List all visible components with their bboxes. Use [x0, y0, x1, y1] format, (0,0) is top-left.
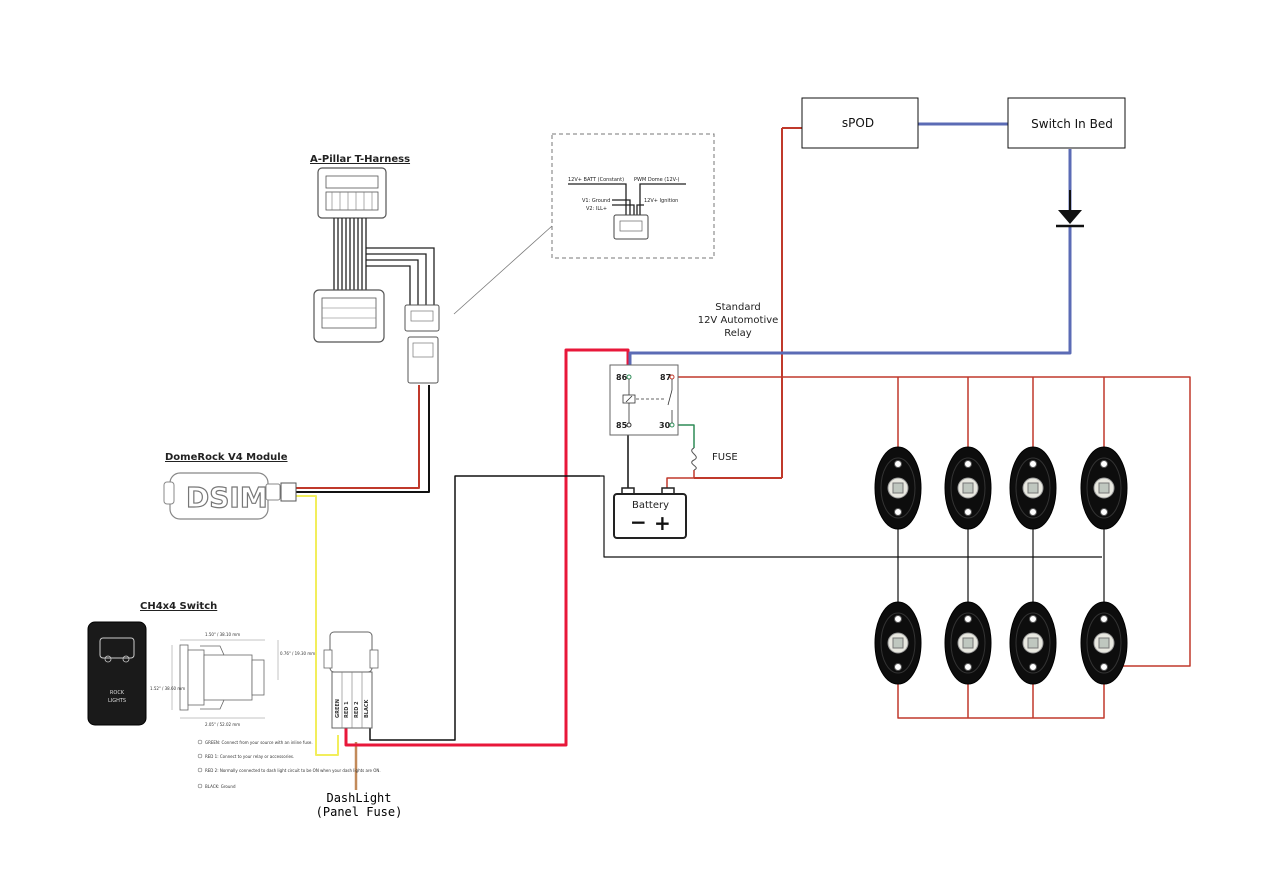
wire-yellow — [296, 495, 339, 756]
dsim-connector — [280, 482, 297, 502]
rock-light-5 — [874, 601, 922, 685]
fuse-label: FUSE — [712, 452, 738, 463]
switch-in-bed-box — [1007, 97, 1126, 149]
battery-plus: + — [654, 511, 671, 535]
diode — [1056, 190, 1084, 228]
dsim-module: DomeRock V4 Module DSIM — [163, 452, 297, 520]
svg-text:GREEN: GREEN — [335, 699, 341, 718]
wires — [296, 122, 1191, 790]
svg-text:LIGHTS: LIGHTS — [108, 698, 126, 704]
wire-bottom-bus — [897, 680, 1105, 719]
rock-light-1 — [874, 446, 922, 530]
rock-light-2 — [944, 446, 992, 530]
svg-text:RED 2: RED 2 — [354, 701, 360, 718]
relay-pin-85: 85 — [616, 421, 628, 430]
relay-label-3: Relay — [724, 328, 752, 339]
ch4x4-switch: CH4x4 Switch ROCK LIGHTS 1.50" / 38.10 m… — [87, 601, 381, 789]
svg-text:RED 1: Connect to your relay o: RED 1: Connect to your relay or accessor… — [205, 754, 294, 759]
svg-text:1.52" / 38.60 mm: 1.52" / 38.60 mm — [150, 686, 185, 691]
dashlight-label: DashLight — [326, 791, 391, 805]
svg-text:GREEN: Connect from your sourc: GREEN: Connect from your source with an … — [205, 740, 313, 745]
battery-minus: − — [630, 510, 647, 534]
svg-text:RED 2: Normally connected to d: RED 2: Normally connected to dash light … — [205, 768, 381, 773]
rock-light-3 — [1009, 446, 1057, 530]
rock-light-8 — [1080, 601, 1128, 685]
pinout-inset: 12V+ BATT (Constant) PWM Dome (12V-) V1:… — [551, 133, 715, 259]
relay-label-2: 12V Automotive — [698, 315, 779, 326]
switch-in-bed: Switch In Bed — [1007, 97, 1126, 149]
svg-text:V1: Ground: V1: Ground — [582, 198, 610, 204]
switch-plug: GREEN RED 1 RED 2 BLACK — [323, 631, 379, 729]
relay-body — [609, 364, 679, 436]
rock-light-6 — [944, 601, 992, 685]
dsim-logo: DSIM — [186, 481, 268, 514]
wire-harness-black — [296, 385, 430, 493]
relay: Standard 12V Automotive Relay 86 87 85 3… — [609, 302, 779, 436]
wire-harness-red — [296, 385, 420, 489]
svg-text:1.50" / 38.10 mm: 1.50" / 38.10 mm — [205, 632, 240, 637]
svg-text:ROCK: ROCK — [110, 690, 125, 696]
harness-small-connector — [404, 304, 440, 332]
battery-label: Battery — [632, 500, 669, 511]
svg-text:V2: ILL+: V2: ILL+ — [586, 206, 607, 212]
ch4x4-label: CH4x4 Switch — [140, 601, 217, 612]
switch-notes: GREEN: Connect from your source with an … — [197, 739, 381, 789]
spod-label: sPOD — [842, 116, 874, 130]
domerock-label: DomeRock V4 Module — [165, 452, 288, 463]
battery-body — [613, 493, 687, 539]
svg-text:BLACK: Ground: BLACK: Ground — [205, 784, 236, 789]
rock-light-4 — [1080, 446, 1128, 530]
relay-pin-87: 87 — [660, 373, 671, 382]
svg-text:2.05" / 52.02 mm: 2.05" / 52.02 mm — [205, 722, 240, 727]
svg-text:12V+ BATT (Constant): 12V+ BATT (Constant) — [568, 177, 624, 183]
switch-in-bed-label: Switch In Bed — [1031, 117, 1113, 131]
svg-text:BLACK: BLACK — [364, 698, 370, 718]
spod: sPOD — [801, 97, 919, 149]
svg-text:12V+ Ignition: 12V+ Ignition — [644, 198, 678, 204]
dashlight-sublabel: (Panel Fuse) — [316, 805, 403, 819]
svg-text:0.76" / 19.30 mm: 0.76" / 19.30 mm — [280, 651, 315, 656]
wire-fuse-batt — [666, 470, 695, 488]
wire-relay30-fuse — [674, 424, 695, 448]
harness-bottom-connector — [313, 289, 385, 343]
switch-face — [87, 621, 147, 726]
fuse: FUSE — [691, 447, 738, 471]
relay-pin-86: 86 — [616, 373, 628, 382]
a-pillar-label: A-Pillar T-Harness — [310, 154, 410, 165]
wire-ground-bus — [600, 475, 1102, 558]
spod-box — [801, 97, 919, 149]
rock-light-7 — [1009, 601, 1057, 685]
harness-mating-connector — [407, 336, 439, 384]
battery: Battery − + — [613, 487, 687, 539]
rock-lights — [874, 446, 1128, 685]
relay-label-1: Standard — [715, 302, 761, 313]
harness-top-connector — [317, 167, 387, 219]
wire-switch-red — [344, 348, 630, 747]
wire-relay87-bus — [668, 376, 1191, 667]
svg-text:RED 1: RED 1 — [344, 701, 350, 718]
a-pillar-harness: A-Pillar T-Harness — [310, 154, 553, 384]
relay-pin-30: 30 — [659, 421, 671, 430]
wire-switch-ground — [369, 475, 600, 741]
wire-batt-spod — [694, 127, 802, 479]
svg-text:PWM Dome (12V-): PWM Dome (12V-) — [634, 177, 680, 183]
wire-diode-relay — [628, 226, 1072, 375]
